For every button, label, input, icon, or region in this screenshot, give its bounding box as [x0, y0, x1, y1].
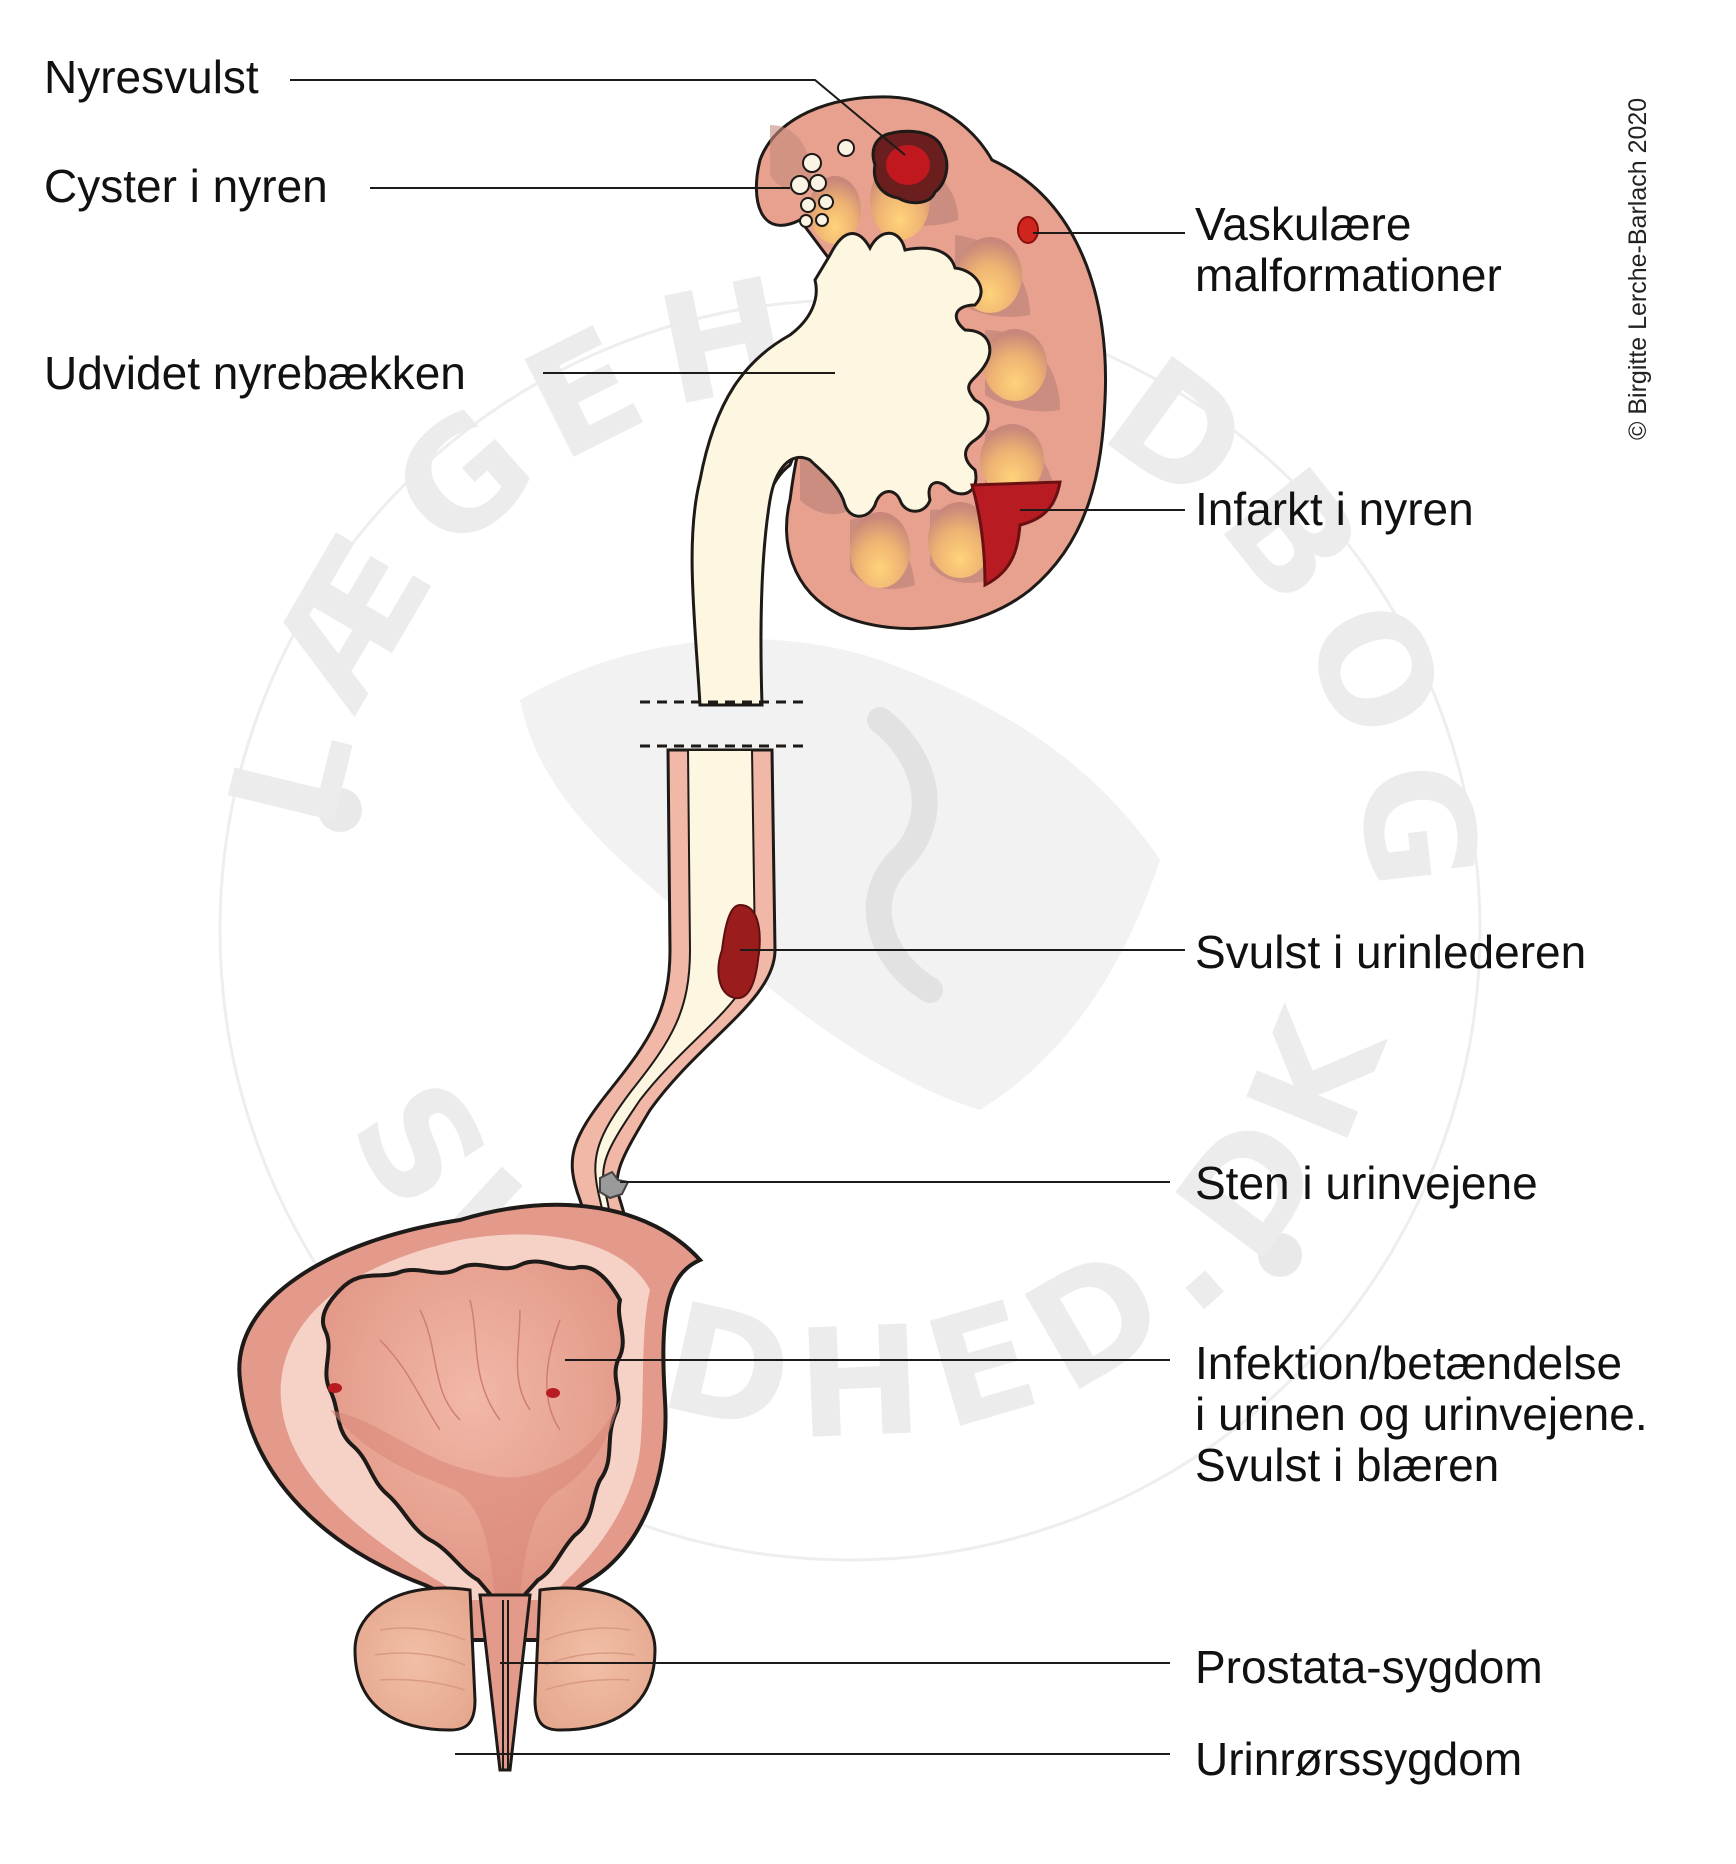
label-vascular-malformations-line1: Vaskulære	[1195, 198, 1412, 250]
urinary-stone	[599, 1170, 630, 1200]
label-infection-line2: i urinen og urinvejene.	[1195, 1388, 1648, 1440]
leader-kidney-tumor	[290, 79, 906, 156]
vascular-malformation	[1017, 216, 1039, 244]
bladder-mucosa-lines	[379, 1299, 561, 1431]
ureteral-orifice-left	[328, 1383, 342, 1393]
label-infection-line3: Svulst i blæren	[1195, 1439, 1500, 1491]
renal-pelvis	[690, 231, 992, 707]
bladder-lumen	[320, 1259, 625, 1602]
label-prostate: Prostata-sygdom	[1195, 1641, 1543, 1693]
label-infarct: Infarkt i nyren	[1195, 483, 1474, 535]
ureter-tumor	[717, 903, 761, 1000]
kidney	[690, 95, 1108, 707]
break-marks	[640, 700, 810, 748]
label-dilated-pelvis: Udvidet nyrebækken	[44, 347, 466, 399]
kidney-cysts	[790, 139, 855, 228]
bladder	[237, 1202, 704, 1642]
label-urethra: Urinrørssygdom	[1195, 1733, 1523, 1785]
label-kidney-tumor: Nyresvulst	[44, 51, 259, 103]
label-kidney-cysts: Cyster i nyren	[44, 160, 328, 212]
label-ureter-tumor: Svulst i urinlederen	[1195, 926, 1587, 978]
label-vascular-malformations-line2: malformationer	[1195, 249, 1502, 301]
ureteral-orifice-right	[546, 1388, 560, 1398]
label-stone: Sten i urinvejene	[1195, 1157, 1538, 1209]
leader-lines	[290, 79, 1185, 1755]
prostate	[353, 1586, 657, 1732]
urethra	[478, 1593, 532, 1772]
copyright-text: © Birgitte Lerche-Barlach 2020	[1624, 97, 1652, 440]
label-infection-line1: Infektion/betændelse	[1195, 1337, 1623, 1389]
